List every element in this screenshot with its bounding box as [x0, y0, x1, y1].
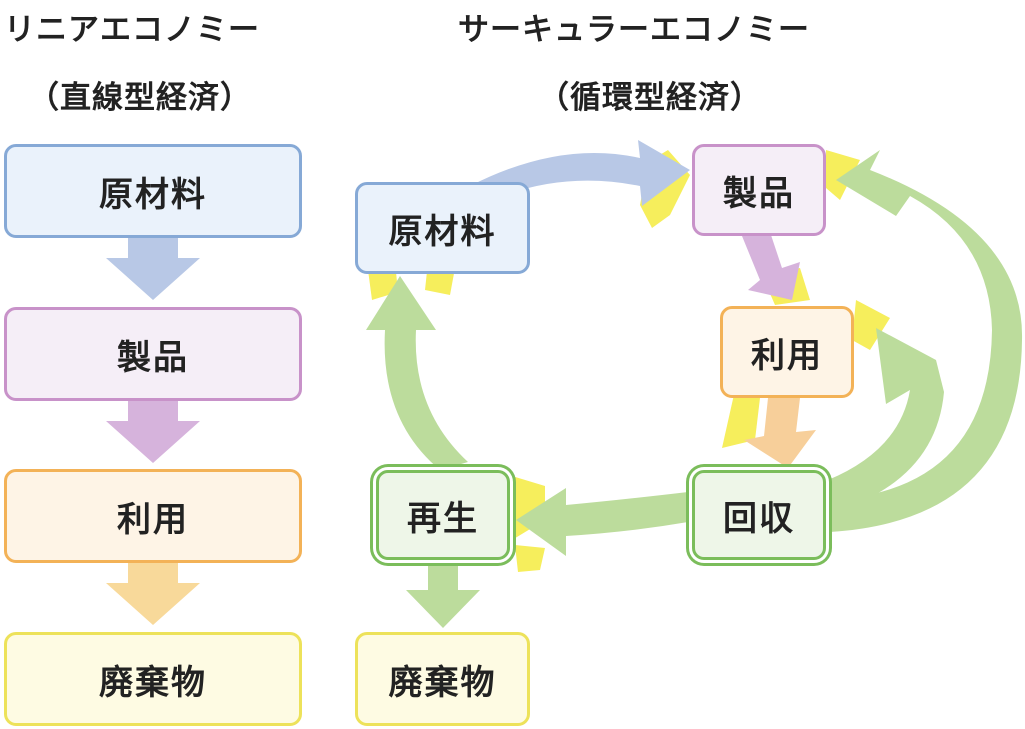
- circular-arrow-regen-to-waste: [406, 566, 480, 628]
- linear-step-raw-material: 原材料: [4, 144, 302, 238]
- linear-step-product: 製品: [4, 307, 302, 401]
- circular-subtitle: （循環型経済）: [538, 80, 762, 116]
- circular-arrow-use-to-collect: [744, 398, 816, 468]
- circular-node-waste: 廃棄物: [355, 632, 530, 726]
- linear-subtitle: （直線型経済）: [28, 80, 252, 116]
- circular-arrow-collect-to-regen: [516, 488, 688, 556]
- circular-arrow-regen-to-raw: [366, 276, 468, 470]
- linear-arrow-raw-to-product: [106, 238, 200, 300]
- linear-step-waste: 廃棄物: [4, 632, 302, 726]
- circular-node-collect: 回収: [692, 470, 826, 560]
- linear-arrow-product-to-use: [106, 401, 200, 463]
- circular-node-product: 製品: [692, 144, 826, 236]
- linear-title: リニアエコノミー: [4, 12, 260, 48]
- linear-arrow-use-to-waste: [106, 563, 200, 625]
- circular-node-regenerate: 再生: [376, 470, 510, 560]
- linear-step-use: 利用: [4, 469, 302, 563]
- circular-title: サーキュラーエコノミー: [458, 12, 810, 48]
- circular-arrow-collect-to-use: [828, 328, 944, 512]
- circular-arrow-collect-to-product: [830, 150, 1023, 532]
- circular-node-use: 利用: [720, 306, 854, 398]
- circular-node-raw-material: 原材料: [355, 182, 530, 274]
- circular-arrow-raw-to-product: [470, 140, 690, 206]
- circular-arrow-product-to-use: [742, 232, 800, 300]
